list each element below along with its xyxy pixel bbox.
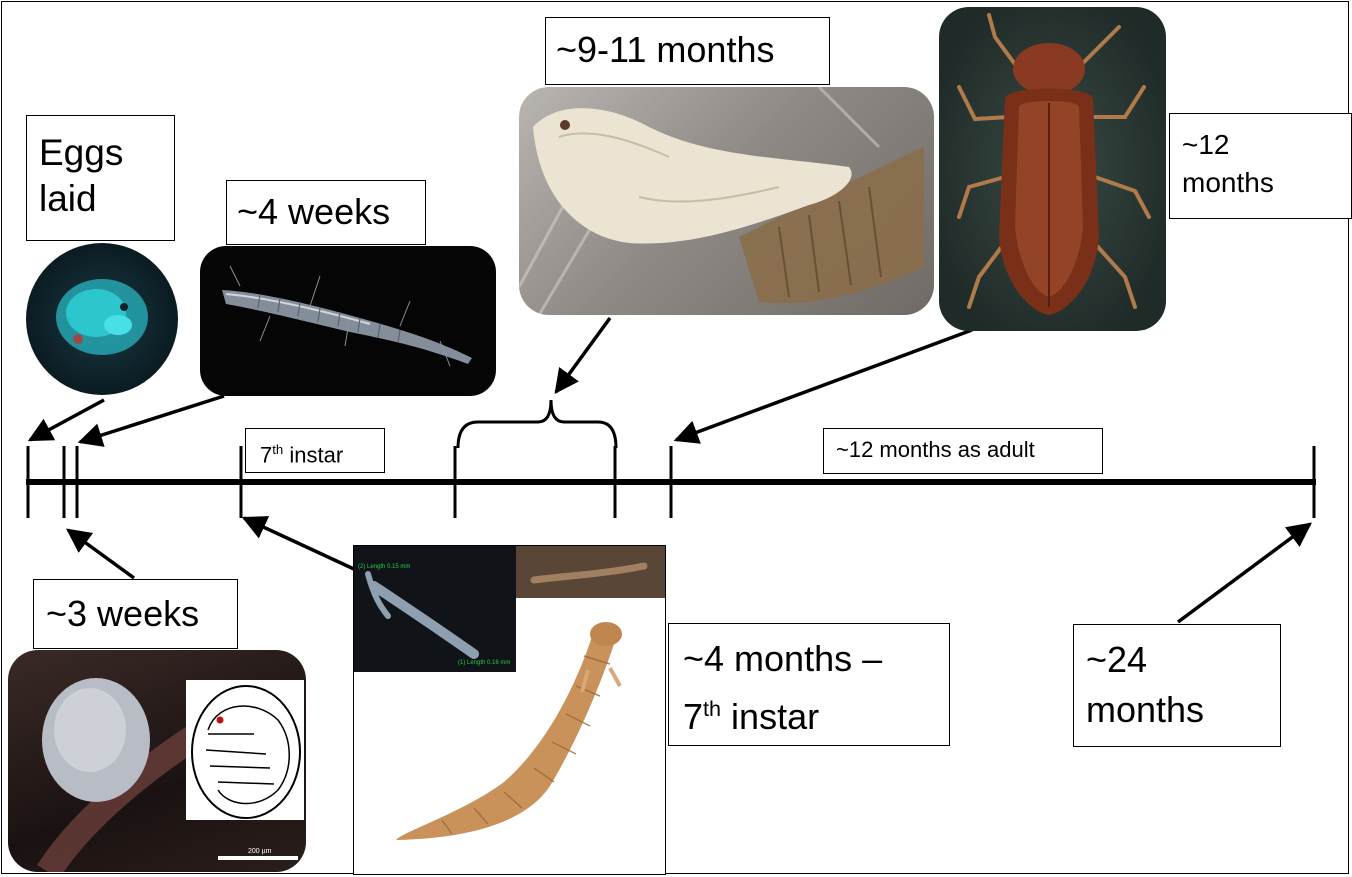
label-4-months-line2-sup: th: [703, 696, 721, 721]
arrow-9-11-months: [556, 318, 610, 392]
label-4-months-line2-num: 7: [683, 696, 703, 737]
label-4-months-7th-instar: ~4 months – 7th instar: [668, 623, 950, 746]
pupa-photo-icon: [519, 87, 934, 315]
adult-beetle-photo-icon: [939, 7, 1166, 331]
arrow-4-months: [244, 518, 356, 570]
embryo-egg-photo-icon: 200 µm: [8, 650, 306, 872]
label-24-months-line1: ~24: [1086, 635, 1268, 685]
scale-bar-text: 200 µm: [248, 848, 272, 855]
label-9-11-months-text: ~9-11 months: [556, 29, 774, 70]
label-3-weeks: ~3 weeks: [33, 579, 238, 649]
label-12-months-line2: months: [1182, 164, 1339, 202]
label-4-months-line1: ~4 months –: [683, 634, 935, 684]
label-7th-instar-sup: th: [272, 442, 283, 457]
label-7th-instar-num: 7: [260, 442, 272, 467]
label-24-months-line2: months: [1086, 685, 1268, 735]
label-4-months-line2-rest: instar: [721, 696, 819, 737]
arrow-12-months: [676, 330, 972, 440]
label-12-months-adult-text: ~12 months as adult: [836, 437, 1035, 462]
arrow-eggs: [30, 400, 104, 440]
label-eggs-laid: Eggs laid: [26, 115, 175, 241]
label-4-weeks: ~4 weeks: [226, 180, 426, 245]
length-top-text: (2) Length 0.15 mm: [358, 564, 410, 570]
label-12-months-adult: ~12 months as adult: [823, 428, 1103, 474]
label-eggs-laid-line2: laid: [39, 176, 162, 222]
label-7th-instar: 7th instar: [245, 428, 385, 473]
arrow-24-months: [1178, 524, 1310, 622]
length-bottom-text: (1) Length 0.16 mm: [458, 660, 510, 666]
label-9-11-months: ~9-11 months: [545, 17, 830, 85]
early-larva-photo-icon: [200, 246, 496, 396]
label-7th-instar-rest: instar: [283, 442, 343, 467]
label-12-months: ~12 months: [1169, 113, 1352, 219]
arrow-3-weeks: [68, 530, 134, 578]
label-4-months-line2: 7th instar: [683, 684, 935, 742]
label-24-months: ~24 months: [1073, 624, 1281, 747]
label-12-months-line1: ~12: [1182, 126, 1339, 164]
seventh-instar-larva-photo-icon: (2) Length 0.15 mm (1) Length 0.16 mm: [353, 545, 666, 875]
label-3-weeks-text: ~3 weeks: [46, 593, 199, 634]
label-eggs-laid-line1: Eggs: [39, 130, 162, 176]
brace-9-11-months: [458, 400, 616, 448]
label-4-weeks-text: ~4 weeks: [237, 191, 390, 232]
egg-cluster-photo-icon: [26, 243, 178, 395]
